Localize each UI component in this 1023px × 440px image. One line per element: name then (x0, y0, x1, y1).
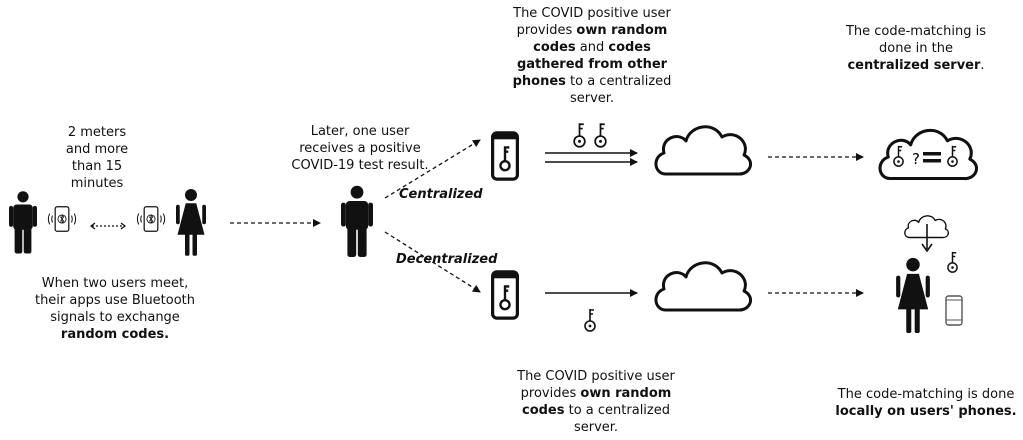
meet-caption-bold: random codes. (60, 327, 170, 342)
caption-text: to a centralized server. (565, 74, 672, 106)
arrow-decentralized (384, 231, 481, 293)
centralized-upload-caption: The COVID positive user provides own ran… (500, 5, 684, 107)
cloud-download-icon (904, 215, 949, 253)
exchange-arrowheads (90, 222, 126, 230)
meet-distance-label: 2 meters and more than 15 minutes (65, 125, 129, 191)
equals-icon-bar (923, 159, 941, 163)
caption-text: The COVID positive user provides (517, 369, 675, 401)
arrow-centralized (384, 139, 481, 199)
decentralized-match-caption: The code-matching is done locally on use… (831, 386, 1021, 420)
male-user-icon (9, 191, 37, 254)
cloud-icon (654, 125, 752, 176)
caption-text: The code-matching is done (837, 387, 1015, 402)
caption-emphasis: own random codes (533, 23, 668, 55)
equals-icon (923, 152, 941, 156)
caption-text: and (575, 40, 609, 55)
key-icon (893, 145, 904, 167)
key-icon (947, 145, 958, 167)
key-icon (584, 308, 596, 332)
key-icon (947, 251, 958, 273)
phone-key-icon (491, 131, 519, 181)
decentralized-label: Decentralized (396, 252, 498, 267)
meet-caption-line: signals to exchange (50, 310, 180, 325)
decentralized-upload-caption: The COVID positive user provides own ran… (508, 368, 684, 436)
meet-caption: When two users meet, their apps use Blue… (20, 275, 210, 343)
positive-user-icon (341, 185, 373, 257)
meet-caption-line: their apps use Bluetooth (34, 293, 196, 308)
centralized-label: Centralized (399, 187, 483, 202)
female-user-icon (896, 257, 930, 333)
caption-text: The code-matching is done in the (845, 24, 987, 56)
caption-emphasis: codes gathered from other phones (512, 40, 668, 89)
smartphone-bluetooth-icon (136, 206, 166, 232)
female-user-icon (176, 189, 206, 256)
phone-key-icon (491, 270, 519, 320)
key-icon (573, 122, 586, 148)
caption-emphasis-line: locally on users' phones. (835, 404, 1017, 419)
meet-caption-line: When two users meet, (41, 276, 189, 291)
question-mark-icon: ? (912, 150, 920, 168)
smartphone-icon (945, 295, 963, 326)
centralized-match-caption: The code-matching is done in the central… (840, 23, 992, 74)
smartphone-bluetooth-icon (47, 206, 77, 232)
caption-text: to a centralized server. (564, 403, 670, 435)
caption-emphasis: centralized server (847, 58, 981, 73)
cloud-icon (654, 261, 752, 312)
caption-text: The COVID positive user provides (513, 6, 671, 38)
caption-text: . (980, 58, 985, 73)
caption-emphasis: own random codes (521, 386, 672, 418)
positive-caption: Later, one user receives a positive COVI… (291, 124, 429, 173)
key-icon (594, 122, 607, 148)
